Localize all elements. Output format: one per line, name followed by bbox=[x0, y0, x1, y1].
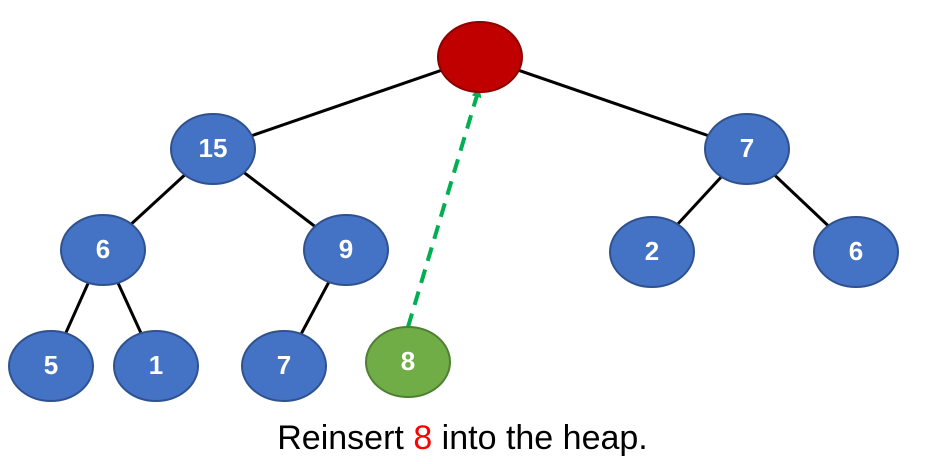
heap-node-n15-shape bbox=[170, 113, 256, 185]
reinsert-node-label: 8 bbox=[401, 346, 415, 376]
heap-node-n9-shape bbox=[303, 214, 389, 286]
heap-node-n2-label: 2 bbox=[645, 236, 659, 266]
heap-node-n9-label: 9 bbox=[339, 234, 353, 264]
caption-after: into the heap. bbox=[432, 419, 648, 457]
heap-node-n1-label: 1 bbox=[149, 350, 163, 380]
heap-node-n2: 2 bbox=[609, 216, 695, 288]
heap-node-n2-shape bbox=[609, 216, 695, 288]
tree-nodes: 15 7 6 9 2 6 5 1 7 8 bbox=[8, 21, 899, 402]
heap-node-n7b-shape bbox=[241, 330, 327, 402]
heap-node-n6a-label: 6 bbox=[96, 234, 110, 264]
heap-node-n6a-shape bbox=[60, 214, 146, 286]
heap-node-n7a-shape bbox=[704, 113, 790, 185]
heap-node-n15: 15 bbox=[170, 113, 256, 185]
root-node-empty-shape bbox=[437, 21, 523, 93]
heap-node-n15-label: 15 bbox=[199, 133, 228, 163]
heap-node-n7b-label: 7 bbox=[277, 350, 291, 380]
reinsert-node-shape bbox=[365, 326, 451, 398]
heap-node-n5-shape bbox=[8, 330, 94, 402]
heap-node-n6b-label: 6 bbox=[849, 236, 863, 266]
heap-node-n5: 5 bbox=[8, 330, 94, 402]
edge-root-n15 bbox=[212, 55, 481, 151]
root-node-empty bbox=[437, 21, 523, 93]
heap-node-n1: 1 bbox=[113, 330, 199, 402]
reinsert-arrow bbox=[406, 87, 482, 328]
heap-node-n7a: 7 bbox=[704, 113, 790, 185]
reinsert-node: 8 bbox=[365, 326, 451, 398]
caption-before: Reinsert bbox=[277, 419, 414, 457]
heap-node-n6b: 6 bbox=[813, 216, 899, 288]
caption: Reinsert 8 into the heap. bbox=[0, 418, 925, 458]
heap-node-n6b-shape bbox=[813, 216, 899, 288]
heap-node-n7b: 7 bbox=[241, 330, 327, 402]
heap-node-n9: 9 bbox=[303, 214, 389, 286]
heap-node-n7a-label: 7 bbox=[740, 133, 754, 163]
heap-node-n1-shape bbox=[113, 330, 199, 402]
heap-node-n5-label: 5 bbox=[44, 350, 58, 380]
edge-root-n7a bbox=[479, 55, 748, 151]
tree-edges bbox=[49, 55, 858, 367]
caption-highlight-value: 8 bbox=[413, 419, 433, 457]
heap-node-n6a: 6 bbox=[60, 214, 146, 286]
